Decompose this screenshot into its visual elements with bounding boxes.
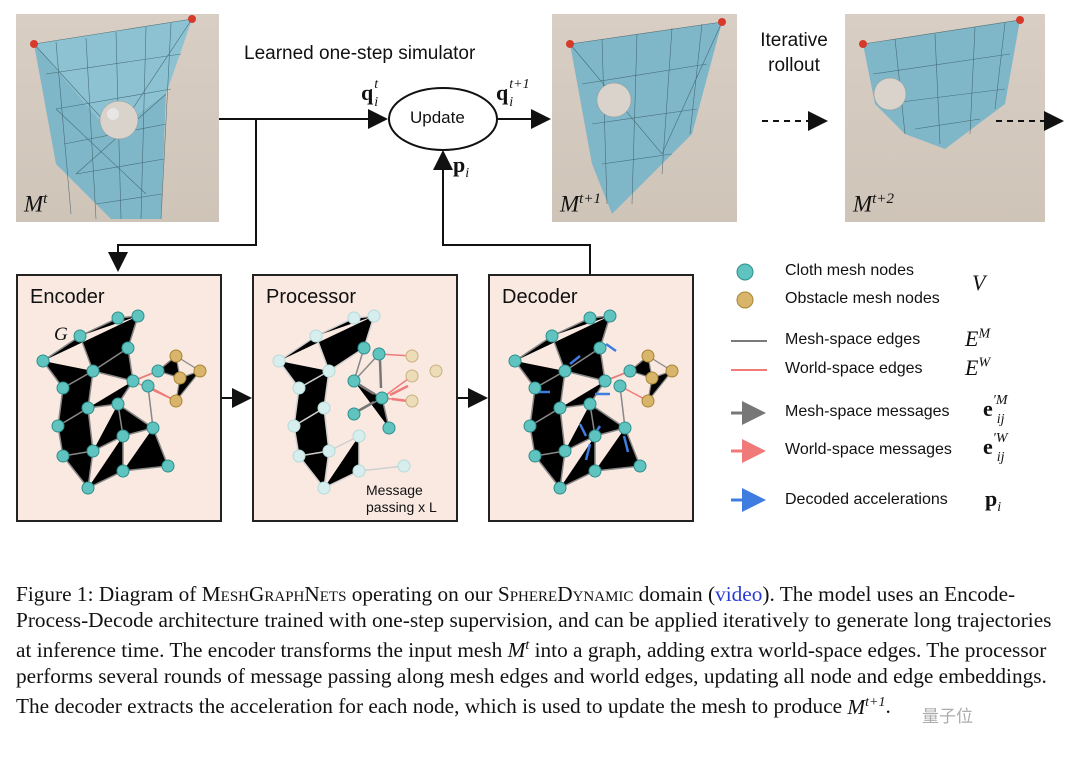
arrow-to-encoder: [108, 119, 257, 272]
world-edges-symbol: EW: [965, 355, 991, 380]
p-in-symbol: pi: [453, 152, 470, 181]
processor-title: Processor: [266, 286, 357, 308]
iterative-label-line2: rollout: [768, 55, 820, 76]
note-line1: Message: [366, 482, 423, 498]
cloth-drape-illustration: [566, 18, 726, 214]
method-name: MeshGraphNets: [201, 582, 347, 606]
watermark: 量子位: [922, 707, 973, 726]
graph-symbol: G: [54, 324, 68, 345]
caption-part: into a graph, adding extra world-space e…: [16, 638, 1047, 719]
decoder-title: Decoder: [502, 286, 578, 308]
flow-arrows: [108, 87, 1064, 408]
iterative-rollout-label: Iterative rollout: [752, 28, 836, 78]
update-label: Update: [410, 108, 465, 127]
mesh-photo-t2: Mt+2: [845, 14, 1045, 222]
processor-panel: Processor: [252, 274, 458, 522]
encoder-title: Encoder: [30, 286, 105, 308]
decoder-panel: Decoder: [488, 274, 694, 522]
mesh-t1-label: Mt+1: [560, 191, 601, 217]
simulator-title: Learned one-step simulator: [244, 43, 476, 64]
math-mt: Mt: [507, 638, 530, 663]
mesh-photo-t1: Mt+1: [552, 14, 737, 222]
decoded-symbol: pi: [985, 486, 1002, 515]
caption-part: Figure 1: Diagram of: [16, 582, 202, 606]
encoder-panel: Encoder G: [16, 274, 222, 522]
mesh-photo-t: Mt: [16, 14, 219, 222]
mesh-edges-symbol: EM: [965, 326, 991, 351]
note-line2: passing x L: [366, 499, 437, 515]
cloth-drape-illustration: [859, 16, 1024, 149]
mesh-t2-label: Mt+2: [853, 191, 894, 217]
domain-name: SphereDynamic: [497, 582, 634, 606]
update-node: [388, 87, 498, 151]
nodes-symbol: V: [972, 270, 986, 295]
figure-caption: Figure 1: Diagram of MeshGraphNets opera…: [16, 582, 1068, 720]
legend-markers: [731, 263, 767, 512]
cloth-drape-illustration: [30, 15, 196, 220]
mesh-t-label: Mt: [24, 191, 48, 217]
caption-part: .: [885, 694, 891, 719]
arrow-decoder-to-update: [433, 150, 591, 274]
message-passing-note: Message passing x L: [366, 482, 437, 516]
video-link[interactable]: video: [715, 582, 763, 606]
math-mt1: Mt+1: [847, 694, 886, 719]
processor-graph: [272, 309, 443, 495]
caption-part: ). The model uses an Encode-Process-Deco…: [16, 582, 1052, 663]
decoder-graph: [508, 309, 679, 495]
encoder-graph: [36, 309, 207, 495]
caption-part: operating on our: [346, 582, 498, 606]
caption-part: domain (: [633, 582, 716, 606]
iterative-label-line1: Iterative: [760, 30, 828, 51]
